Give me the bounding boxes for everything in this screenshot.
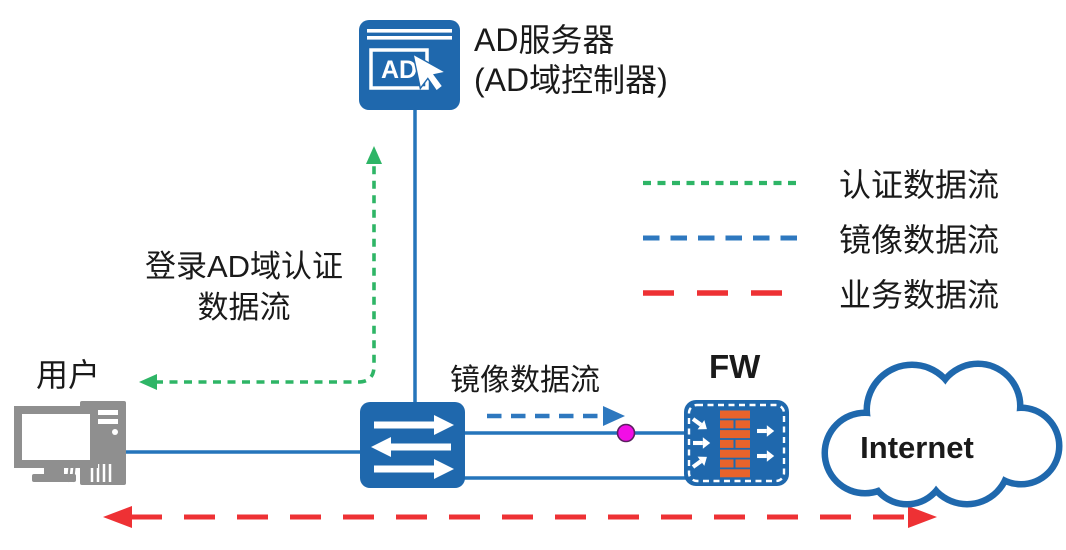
mirror-flow-swatch [643, 235, 801, 240]
ad-server-label: AD服务器 (AD域控制器) [474, 20, 668, 100]
cursor-icon [411, 52, 448, 93]
auth-flow-swatch [643, 180, 801, 185]
ad-server-label-line1: AD服务器 [474, 22, 615, 58]
legend-row-auth: 认证数据流 [641, 155, 999, 210]
mirror-flow-arrow [487, 406, 625, 426]
auth-flow-label: 登录AD域认证 数据流 [118, 246, 370, 328]
mirror-point-dot [616, 423, 636, 443]
business-flow-arrowhead-left [103, 506, 132, 528]
business-flow-arrow [103, 506, 937, 528]
business-flow-arrowhead-right [908, 506, 937, 528]
firewall-label: FW [709, 348, 761, 385]
user-pc-icon [14, 401, 126, 485]
auth-flow-label-line2: 数据流 [197, 290, 291, 325]
auth-flow-arrow [139, 146, 382, 390]
legend: 认证数据流 镜像数据流 业务数据流 [641, 155, 999, 320]
auth-flow-arrowhead-left [139, 374, 157, 390]
internet-cloud: Internet [821, 360, 1063, 508]
firewall-bricks [720, 410, 750, 478]
legend-label-mirror: 镜像数据流 [839, 221, 1000, 258]
mirror-flow-arrowhead [603, 406, 625, 426]
legend-row-business: 业务数据流 [641, 265, 999, 320]
auth-flow-arrowhead-up [366, 146, 382, 164]
user-label: 用户 [36, 357, 101, 393]
firewall-icon [684, 400, 789, 486]
ad-server-label-line2: (AD域控制器) [474, 62, 668, 98]
ad-box-text: AD [381, 56, 417, 84]
legend-label-business: 业务数据流 [839, 276, 1000, 313]
auth-flow-label-line1: 登录AD域认证 [144, 249, 344, 284]
business-flow-swatch [643, 289, 801, 296]
internet-label: Internet [860, 430, 974, 465]
switch-icon [360, 402, 465, 488]
legend-row-mirror: 镜像数据流 [641, 210, 999, 265]
ad-server-icon: AD [359, 20, 460, 110]
legend-label-auth: 认证数据流 [839, 166, 1000, 203]
mirror-flow-label: 镜像数据流 [450, 364, 600, 397]
